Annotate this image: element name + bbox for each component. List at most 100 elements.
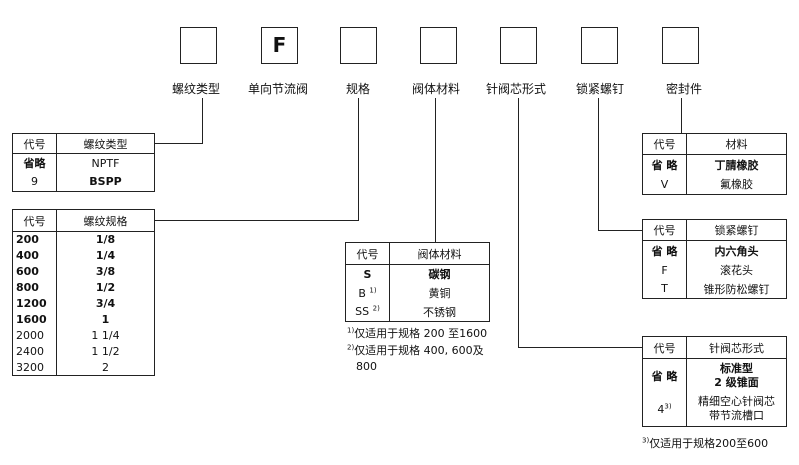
header-thread-type: 螺纹类型	[56, 133, 155, 154]
table-cell-code: 省 略	[642, 240, 687, 261]
lock-screw-table: 代号 锁紧螺钉 省 略 内六角头 F 滚花头 T 锥形防松螺钉	[642, 219, 787, 299]
table-cell-code: V	[642, 174, 687, 195]
code-box-size	[340, 27, 377, 64]
table-cell-value: 1/4	[95, 249, 116, 262]
footnote-mark: 2)	[347, 343, 355, 352]
table-cell-value: 内六角头	[714, 244, 759, 258]
connector-size-h	[155, 220, 359, 221]
code-box-body-material	[420, 27, 457, 64]
caption-thread-type: 螺纹类型	[172, 82, 221, 96]
table-cell-value: 精细空心针阀芯 带节流槽口	[687, 393, 787, 427]
table-cell-value: 1/2	[95, 281, 116, 294]
code-text: SS	[355, 305, 370, 319]
header-body-material: 阀体材料	[389, 242, 490, 265]
caption-needle: 针阀芯形式	[486, 82, 547, 96]
table-cell-value: 3/8	[95, 265, 116, 278]
table-cell-value: 滚花头	[720, 264, 753, 277]
table-cell-value: 黄铜	[428, 287, 451, 300]
table-cell-code: 3200	[12, 359, 57, 376]
header-code: 代号	[12, 133, 57, 154]
code-box-thread-type	[180, 27, 217, 64]
table-cell-code: 200	[12, 231, 57, 248]
connector-lock-screw-h	[598, 230, 642, 231]
code-box-lock-screw	[581, 27, 618, 64]
table-cell-value: 1 1/2	[91, 345, 120, 358]
code-box-check-throttle: F	[261, 27, 298, 64]
table-cell-code: S	[345, 264, 390, 284]
table-cell-value: 碳钢	[428, 268, 451, 282]
header-lock-screw: 锁紧螺钉	[686, 219, 787, 241]
connector-size-v	[358, 98, 359, 221]
table-cell-code: 43)	[642, 392, 687, 427]
table-cell-value: 锥形防松螺钉	[703, 282, 770, 296]
connector-needle-v	[518, 98, 519, 348]
header-thread-size: 螺纹规格	[56, 209, 155, 232]
table-cell-code: 2000	[12, 327, 57, 344]
caption-seal: 密封件	[666, 82, 703, 96]
code-text: 4	[657, 402, 665, 416]
table-cell-value: 2	[102, 360, 109, 374]
caption-size: 规格	[346, 82, 371, 96]
header-material: 材料	[686, 133, 787, 155]
footnote-mark: 3)	[664, 402, 672, 411]
code-box-needle	[500, 27, 537, 64]
caption-body-material: 阀体材料	[412, 82, 461, 96]
connector-body-material-v	[435, 98, 436, 242]
note-text: 仅适用于规格 200 至1600	[354, 327, 488, 340]
caption-check-throttle: 单向节流阀	[248, 82, 309, 96]
table-cell-value: 1	[101, 313, 110, 326]
table-cell-code: 省 略	[642, 154, 687, 175]
code-text: B	[358, 286, 366, 300]
table-cell-value: 不锈钢	[423, 305, 456, 319]
table-cell-value: 丁腈橡胶	[714, 158, 759, 172]
code-box-seal	[662, 27, 699, 64]
connector-thread-type-v	[202, 98, 203, 144]
table-cell-code: 800	[12, 279, 57, 296]
body-material-note-1: 1)仅适用于规格 200 至1600	[347, 326, 487, 342]
body-material-note-3: 800	[356, 360, 377, 373]
needle-form-table: 代号 针阀芯形式 省 略 标准型 2 级锥面 43) 精细空心针阀芯 带节流槽口	[642, 336, 787, 427]
table-cell-value: 氟橡胶	[720, 178, 753, 192]
footnote-mark: 2)	[372, 304, 380, 313]
table-cell-code: B 1)	[345, 283, 390, 303]
thread-type-table: 代号 螺纹类型 省略 NPTF 9 BSPP	[12, 133, 155, 192]
header-code: 代号	[642, 219, 687, 241]
body-material-table: 代号 阀体材料 S 碳钢 B 1) 黄铜 SS 2) 不锈钢	[345, 242, 490, 322]
table-cell-value: NPTF	[91, 156, 120, 170]
header-needle-form: 针阀芯形式	[686, 336, 787, 359]
needle-desc-line: 标准型	[720, 361, 753, 375]
header-code: 代号	[642, 336, 687, 359]
table-cell-code: 9	[12, 172, 57, 192]
header-code: 代号	[642, 133, 687, 155]
table-cell-code: 省 略	[642, 358, 687, 393]
footnote-mark: 1)	[369, 285, 377, 294]
footnote-mark: 3)	[642, 436, 650, 445]
note-text: 仅适用于规格200至600	[649, 437, 769, 450]
table-cell-code: F	[642, 260, 687, 280]
header-code: 代号	[345, 242, 390, 265]
table-cell-code: 1200	[12, 295, 57, 312]
table-cell-code: 1600	[12, 311, 57, 328]
table-cell-code: SS 2)	[345, 302, 390, 322]
needle-desc-line: 带节流槽口	[709, 409, 764, 423]
needle-desc-line: 精细空心针阀芯	[698, 395, 775, 409]
table-cell-value: 1/8	[95, 233, 116, 247]
table-cell-code: 400	[12, 247, 57, 264]
seal-table: 代号 材料 省 略 丁腈橡胶 V 氟橡胶	[642, 133, 787, 195]
note-text: 仅适用于规格 400, 600及	[354, 344, 484, 357]
connector-seal-v	[681, 98, 682, 134]
connector-needle-h	[518, 347, 642, 348]
table-cell-value: 标准型 2 级锥面	[687, 359, 787, 393]
table-cell-code: T	[642, 279, 687, 299]
table-cell-value: BSPP	[89, 175, 122, 189]
needle-note: 3)仅适用于规格200至600	[642, 436, 768, 452]
connector-lock-screw-v	[598, 98, 599, 231]
table-cell-code: 省略	[12, 153, 57, 173]
table-cell-value: 1 1/4	[91, 329, 120, 342]
needle-desc-line: 2 级锥面	[714, 375, 759, 389]
body-material-note-2: 2)仅适用于规格 400, 600及	[347, 343, 484, 359]
table-cell-code: 2400	[12, 343, 57, 360]
footnote-mark: 1)	[347, 326, 355, 335]
table-cell-value: 3/4	[95, 297, 116, 310]
table-cell-code: 600	[12, 263, 57, 280]
